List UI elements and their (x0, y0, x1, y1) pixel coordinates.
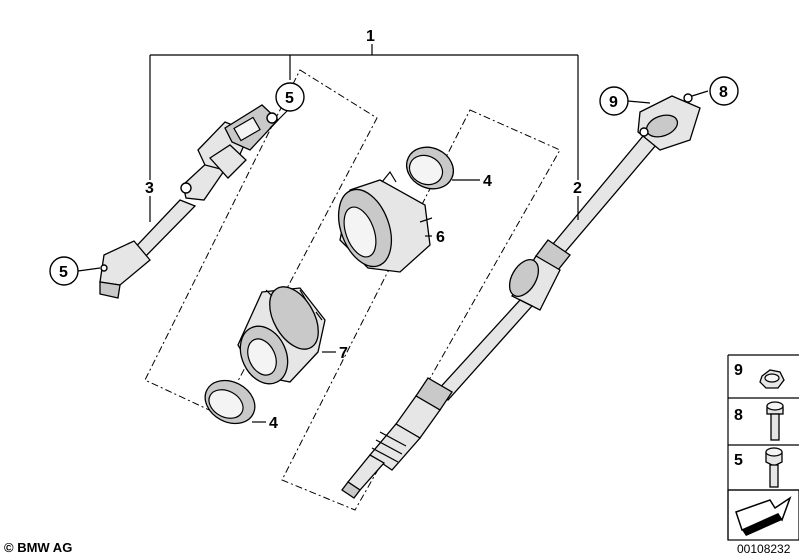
sealing-ring-lower (204, 379, 256, 425)
callout-4-lower: 4 (269, 415, 278, 432)
bellows-lower (237, 286, 326, 385)
leader-lines (77, 90, 709, 423)
callout-5-top: 5 (275, 82, 305, 112)
callout-4-upper: 4 (483, 173, 492, 190)
callout-1: 1 (366, 28, 375, 45)
callout-5-left: 5 (49, 256, 79, 286)
nut-icon (759, 369, 785, 389)
dashed-group-right (281, 109, 561, 511)
bellows-upper (337, 170, 433, 273)
callout-9: 9 (599, 86, 629, 116)
screw-icon (765, 447, 783, 488)
direction-arrow-icon (735, 496, 792, 536)
svg-text:5: 5 (285, 90, 294, 107)
callout-7: 7 (339, 345, 348, 362)
svg-text:9: 9 (609, 94, 618, 111)
callout-6: 6 (436, 229, 445, 246)
hardware-legend: 9 8 5 (727, 354, 799, 541)
bolt-icon (766, 401, 784, 441)
callout-2: 2 (573, 180, 582, 197)
assembly-bracket (149, 44, 579, 180)
svg-text:8: 8 (719, 84, 728, 101)
legend-label-5: 5 (734, 452, 743, 469)
svg-text:5: 5 (59, 264, 68, 281)
callout-8: 8 (709, 76, 739, 106)
diagram-number: 00108232 (737, 542, 791, 556)
legend-label-8: 8 (734, 407, 743, 424)
intermediate-shaft (99, 104, 279, 299)
callout-3: 3 (145, 180, 154, 197)
sealing-ring-upper (406, 146, 454, 190)
copyright-text: © BMW AG (4, 540, 72, 555)
legend-label-9: 9 (734, 362, 743, 379)
steering-shaft (341, 93, 701, 499)
